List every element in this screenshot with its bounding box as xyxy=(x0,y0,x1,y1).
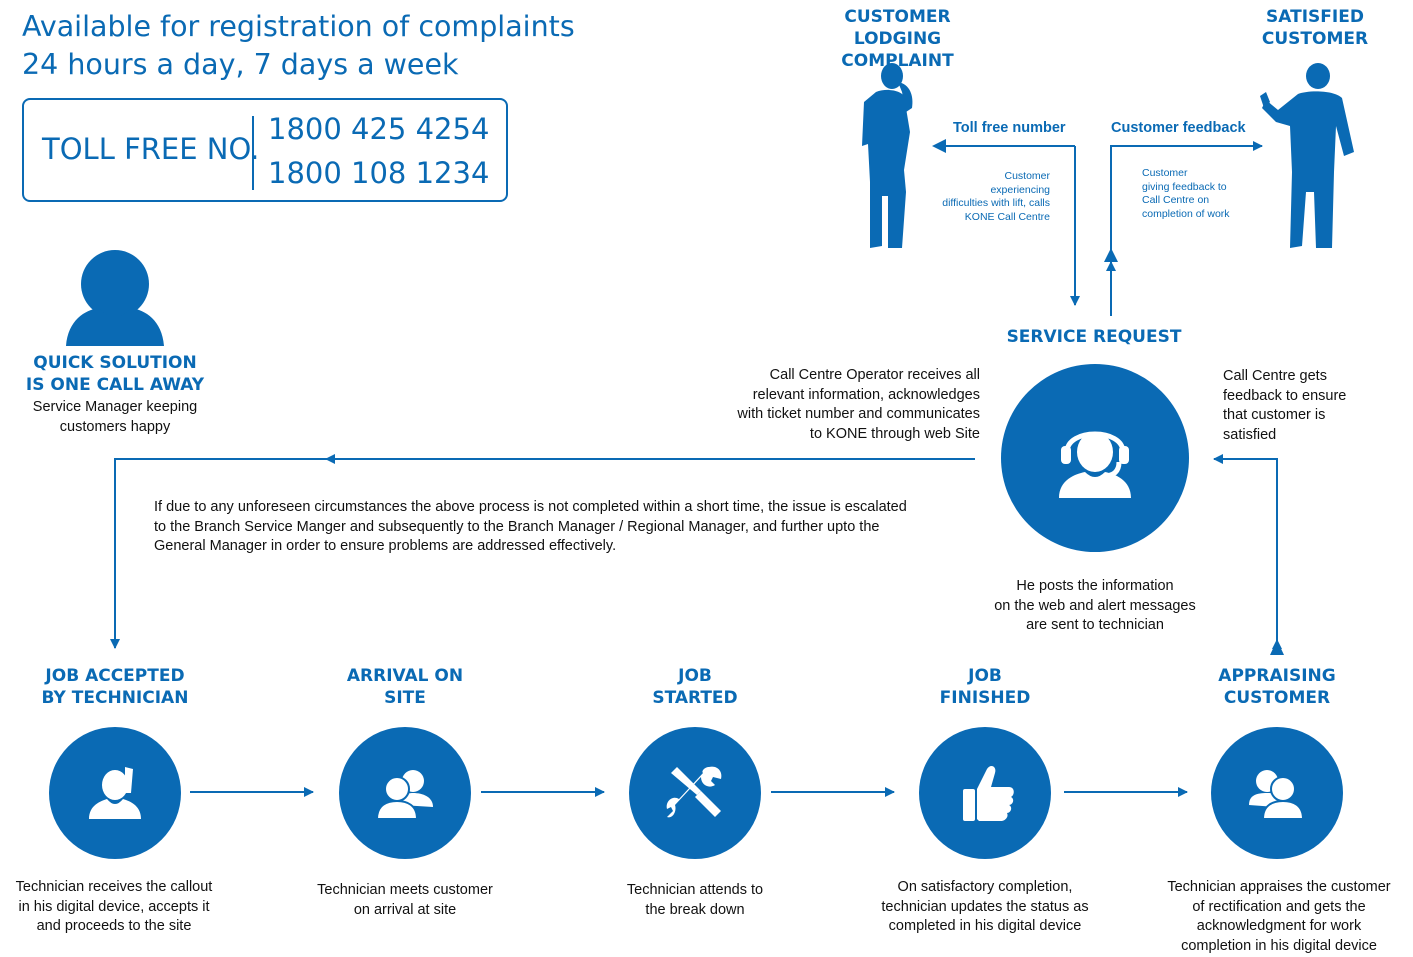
thumbs-up-icon xyxy=(963,766,1014,821)
people-talking-icon xyxy=(1249,770,1305,820)
service-request-right-text: Call Centre gets feedback to ensure that… xyxy=(1223,368,1347,443)
toll-free-number-2: 1800 108 1234 xyxy=(268,156,490,190)
satisfied-customer-note: Customer giving feedback to Call Centre … xyxy=(1142,167,1230,220)
toll-free-number-1: 1800 425 4254 xyxy=(268,112,490,146)
quick-solution-title: QUICK SOLUTION IS ONE CALL AWAY xyxy=(25,353,205,395)
step-2-circle xyxy=(339,727,471,859)
customer-calling-icon xyxy=(862,63,913,248)
step-3-circle xyxy=(629,727,761,859)
escalation-text: If due to any unforeseen circumstances t… xyxy=(154,499,907,554)
service-request-title: SERVICE REQUEST xyxy=(1006,327,1182,347)
satisfied-customer-title: SATISFIED CUSTOMER xyxy=(1261,7,1369,49)
step-1-title: JOB ACCEPTED BY TECHNICIAN xyxy=(41,666,189,708)
technician-phone-icon xyxy=(89,767,141,819)
service-request-circle xyxy=(1001,364,1189,552)
toll-free-box: TOLL FREE NO. 1800 425 4254 1800 108 123… xyxy=(22,98,508,202)
step-1-text: Technician receives the callout in his d… xyxy=(15,879,213,934)
step-2-text: Technician meets customer on arrival at … xyxy=(317,882,493,918)
step-5-text: Technician appraises the customer of rec… xyxy=(1167,879,1391,954)
service-request-bottom-text: He posts the information on the web and … xyxy=(994,578,1196,633)
customer-feedback-label: Customer feedback xyxy=(1111,120,1246,136)
quick-solution-text: Service Manager keeping customers happy xyxy=(32,399,198,435)
step-4-text: On satisfactory completion, technician u… xyxy=(881,879,1089,934)
customer-lodging-title: CUSTOMER LODGING COMPLAINT xyxy=(841,7,954,71)
step-2-title: ARRIVAL ON SITE xyxy=(346,666,464,708)
service-manager-icon xyxy=(66,250,164,346)
headline-line1: Available for registration of complaints xyxy=(22,10,575,43)
people-meeting-icon xyxy=(375,770,433,820)
step-5-title: APPRAISING CUSTOMER xyxy=(1218,666,1336,708)
toll-free-number-label: Toll free number xyxy=(953,120,1066,136)
step-4-title: JOB FINISHED xyxy=(939,666,1031,708)
step-3-title: JOB STARTED xyxy=(652,666,738,708)
step-4-circle xyxy=(919,727,1051,859)
headset-operator-icon xyxy=(1059,431,1131,498)
wrench-screwdriver-icon xyxy=(666,766,722,818)
customer-lodging-note: Customer experiencing difficulties with … xyxy=(942,170,1050,223)
toll-divider xyxy=(252,116,254,190)
service-request-left-text: Call Centre Operator receives all releva… xyxy=(737,367,980,442)
headline-line2: 24 hours a day, 7 days a week xyxy=(22,48,459,81)
step-3-text: Technician attends to the break down xyxy=(626,882,764,918)
step-5-circle xyxy=(1211,727,1343,859)
toll-free-label: TOLL FREE NO. xyxy=(42,132,260,166)
satisfied-customer-icon xyxy=(1260,63,1354,248)
step-1-circle xyxy=(49,727,181,859)
